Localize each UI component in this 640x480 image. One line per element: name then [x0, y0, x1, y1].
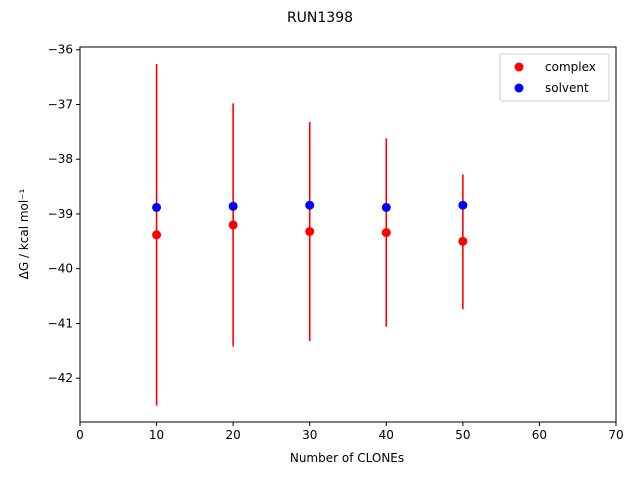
y-tick-label: −36 [48, 43, 73, 57]
data-point-complex [228, 220, 238, 230]
y-tick-label: −40 [48, 262, 73, 276]
x-tick-label: 50 [455, 428, 470, 442]
y-tick-label: −37 [48, 97, 73, 111]
data-point-complex [381, 228, 391, 238]
plot-area: 0 10 20 30 40 50 60 70 −42 −41 −40 −39 −38 −37 −36 [48, 43, 624, 442]
chart-title: RUN1398 [287, 10, 353, 26]
legend: complex solvent [499, 53, 610, 102]
data-point-solvent [458, 200, 468, 210]
y-tick-label: −38 [48, 152, 73, 166]
y-tick-label: −41 [48, 316, 73, 330]
legend-marker-solvent [514, 83, 524, 93]
plot-frame [79, 46, 617, 423]
legend-box [499, 53, 610, 102]
x-tick-label: 0 [76, 428, 84, 442]
data-point-complex [152, 230, 162, 240]
x-tick-label: 10 [149, 428, 164, 442]
data-point-complex [458, 236, 468, 246]
y-tick-label: −39 [48, 207, 73, 221]
data-point-solvent [381, 202, 391, 212]
legend-label-complex: complex [545, 60, 596, 74]
x-axis-label: Number of CLONEs [290, 451, 404, 465]
x-tick-label: 20 [226, 428, 241, 442]
data-point-complex [305, 226, 315, 236]
x-tick-label: 60 [532, 428, 547, 442]
data-point-solvent [228, 201, 238, 211]
data-point-solvent [152, 202, 162, 212]
y-axis-label: ΔG / kcal mol⁻¹ [17, 188, 31, 279]
legend-marker-complex [514, 62, 524, 72]
x-tick-label: 70 [608, 428, 623, 442]
data-point-solvent [305, 200, 315, 210]
x-tick-label: 40 [379, 428, 394, 442]
y-tick-label: −42 [48, 371, 73, 385]
x-tick-label: 30 [302, 428, 317, 442]
legend-label-solvent: solvent [545, 81, 589, 95]
